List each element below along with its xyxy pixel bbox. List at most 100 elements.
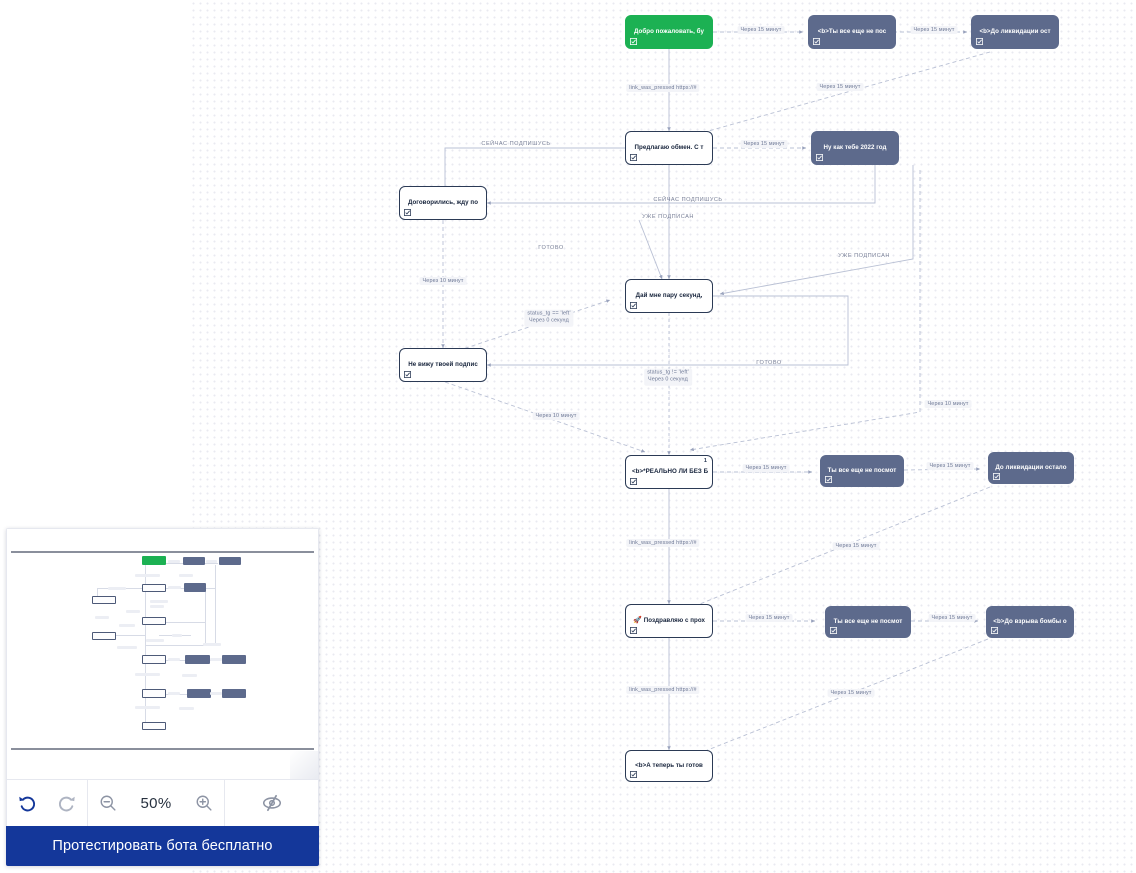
undo-arrow-icon [19,796,36,812]
flow-node-label: Ты все еще не посмот [827,467,897,475]
eye-slash-icon [262,794,281,812]
minimap-node [222,689,246,698]
flow-node[interactable]: <b>До ликвидации ост [971,15,1059,49]
toggle-visibility-button[interactable] [252,780,292,826]
message-node-icon [976,38,983,45]
minimap-node [142,617,166,625]
edge-label: Через 15 минут [740,140,788,148]
message-node-icon [630,771,637,778]
minimap-edge-label [95,616,109,619]
minimap-edge-label [126,610,140,613]
flow-node[interactable]: До ликвидации осталo [988,452,1074,484]
edge-label: Через 10 минут [419,277,467,285]
minimap-edge-label [135,574,160,577]
flow-node[interactable]: <b>*РЕАЛЬНО ЛИ БЕЗ Б 1 [625,455,713,489]
flow-node-label: <b>*РЕАЛЬНО ЛИ БЕЗ Б [632,468,709,476]
message-node-icon [813,38,820,45]
flow-node-label: <b>До взрыва бомбы о [993,618,1067,626]
message-node-icon [404,371,411,378]
minimap-edge [193,563,218,564]
flow-node[interactable]: <b>А теперь ты готов [625,750,713,782]
minimap[interactable] [6,528,319,779]
message-node-icon [630,302,637,309]
edge-label: status_tg != 'left'Через 0 секунд [644,368,692,386]
flow-canvas[interactable]: Добро пожаловать, бу <b>Ты все еще не пос… [190,0,1136,873]
edge-label: Через 15 минут [910,26,958,34]
minimap-node [92,596,116,604]
flow-node[interactable]: Ты все еще не посмот [820,455,904,487]
flow-node[interactable]: Предлагаю обмен. С т [625,131,713,165]
minimap-edge-label [210,658,222,661]
minimap-viewport-top-edge [11,551,314,553]
minimap-panel[interactable]: 50% Протестировать бота бесплат [6,528,319,866]
minimap-edge-label [117,646,137,649]
redo-button[interactable] [47,780,87,826]
flow-node[interactable]: Договорились, жду по [399,186,487,220]
flow-node[interactable]: 🚀Поздравляю с прох [625,604,713,638]
minimap-node [142,556,166,565]
edge-label: Через 10 минут [532,412,580,420]
edge-label: СЕЙЧАС ПОДПИШУСЬ [481,141,551,147]
minimap-resize-shade [290,751,318,779]
minimap-node [92,632,116,640]
flow-node[interactable]: <b>До взрыва бомбы о [986,606,1074,638]
edge-label: link_was_pressed https://# [626,686,700,694]
minimap-edge [205,588,206,646]
minimap-edge-label [119,624,135,627]
minimap-edge-label [210,692,222,695]
zoom-out-button[interactable] [88,780,128,826]
edge-label: link_was_pressed https://# [626,539,700,547]
undo-button[interactable] [7,780,47,826]
minimap-node [183,557,205,565]
edge-label: Через 15 минут [816,83,864,91]
message-node-icon [630,627,637,634]
minimap-node [219,557,241,565]
toolbar-divider [224,780,225,826]
canvas-toolbar[interactable]: 50% [6,779,319,826]
zoom-level-value[interactable]: 50% [140,794,172,812]
flow-node-label: Договорились, жду по [407,199,479,207]
minimap-edge-label [172,634,182,637]
flow-node[interactable]: Добро пожаловать, бу [625,15,713,49]
node-counter-badge: 1 [703,458,707,464]
minimap-edge [145,693,146,727]
test-bot-button[interactable]: Протестировать бота бесплатно [6,826,319,866]
minimap-node [142,655,166,664]
flow-node-label: Ну как тебе 2022 год [823,144,887,152]
edge-label: Через 10 минут [924,400,972,408]
edge-label: Через 15 минут [928,614,976,622]
edge-label: УЖЕ ПОДПИСАН [642,214,694,220]
edge-label: УЖЕ ПОДПИСАН [838,253,890,259]
visibility-group [225,780,318,826]
message-node-icon [630,478,637,485]
minimap-edge [145,565,146,591]
history-group [7,780,87,826]
minimap-edge-label [179,574,193,577]
minimap-edge [159,622,205,623]
edge-label: Через 15 минут [827,689,875,697]
minimap-edge [145,645,215,646]
message-node-icon [630,38,637,45]
minimap-edge-label [182,674,197,677]
minimap-viewport-bottom-edge [11,748,314,750]
flow-node[interactable]: Дай мне пару секунд, [625,279,713,313]
minimap-edge-label [168,586,181,589]
minimap-edge [160,563,190,564]
minimap-edge-label [108,587,126,590]
flow-node[interactable]: <b>Ты все еще не пос [808,15,896,49]
minimap-edge-label [203,643,221,646]
flow-node-label: Ты все еще не посмот [833,618,903,626]
flow-node[interactable]: Ты все еще не посмот [825,606,911,638]
flow-node-label: <b>А теперь ты готов [635,762,703,770]
message-node-icon [830,627,837,634]
edge-label: ГОТОВО [756,360,782,366]
minimap-edge [145,591,146,621]
minimap-node [142,689,166,698]
zoom-group: 50% [88,780,224,826]
flow-node[interactable]: Ну как тебе 2022 год [811,131,899,165]
zoom-in-button[interactable] [184,780,224,826]
edge-label: СЕЙЧАС ПОДПИШУСЬ [653,197,723,203]
flow-node-label: Добро пожаловать, бу [634,28,704,36]
message-node-icon [630,154,637,161]
flow-node[interactable]: Не вижу твоей подпис [399,348,487,382]
